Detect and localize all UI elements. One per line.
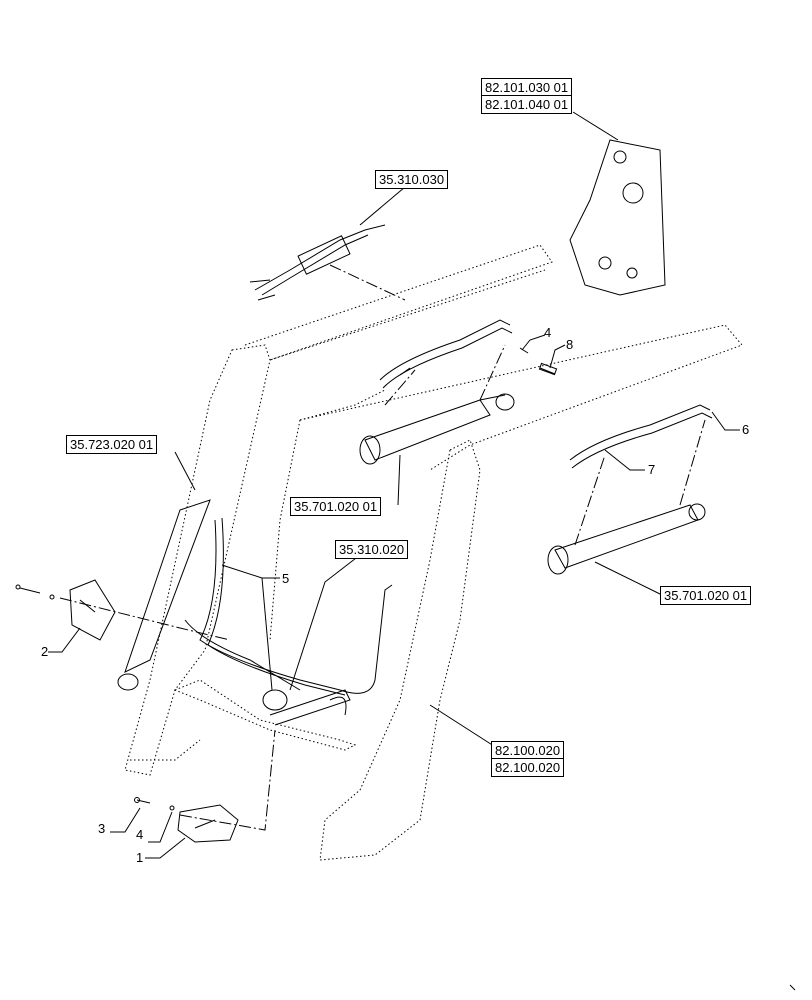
ref-cylinder-left[interactable]: 35.723.020 01 (66, 435, 158, 454)
guard-plate-upper (69, 579, 116, 641)
corner-mark (789, 984, 796, 991)
ref-boom-upper-2[interactable]: 82.101.040 01 (481, 95, 573, 114)
fasteners (15, 347, 558, 811)
hoses-center (379, 319, 513, 389)
hose-bundle-lower (184, 517, 393, 726)
ref-cylinder-center[interactable]: 35.701.020 01 (290, 497, 382, 516)
ref-boom-upper-1[interactable]: 82.101.030 01 (481, 78, 573, 97)
ref-cylinder-right[interactable]: 35.701.020 01 (660, 586, 752, 605)
reference-leaders (174, 111, 663, 749)
assembly-centerlines (59, 264, 706, 831)
callout-3: 3 (98, 821, 106, 836)
cylinder-upper-center (359, 393, 515, 465)
callout-5: 5 (282, 571, 290, 586)
callout-2: 2 (41, 644, 49, 659)
callout-7: 7 (648, 462, 656, 477)
ref-frame-1[interactable]: 82.100.020 (491, 741, 565, 760)
ref-frame-2[interactable]: 82.100.020 (491, 758, 565, 777)
callout-8: 8 (566, 337, 574, 352)
callout-6: 6 (742, 422, 750, 437)
callout-leaders (48, 334, 740, 859)
wiring-harness (249, 224, 386, 301)
callout-4-lower: 4 (136, 827, 144, 842)
guard-plate-lower (177, 804, 239, 843)
hoses-right (569, 404, 713, 469)
cylinder-right (547, 503, 706, 575)
callout-1: 1 (136, 850, 144, 865)
loader-frame-outline (124, 244, 743, 861)
ref-harness[interactable]: 35.310.030 (375, 170, 449, 189)
callout-4-upper: 4 (544, 325, 552, 340)
boom-upper-bracket (569, 139, 666, 296)
cylinder-left (117, 499, 211, 691)
ref-hose-kit[interactable]: 35.310.020 (335, 540, 409, 559)
